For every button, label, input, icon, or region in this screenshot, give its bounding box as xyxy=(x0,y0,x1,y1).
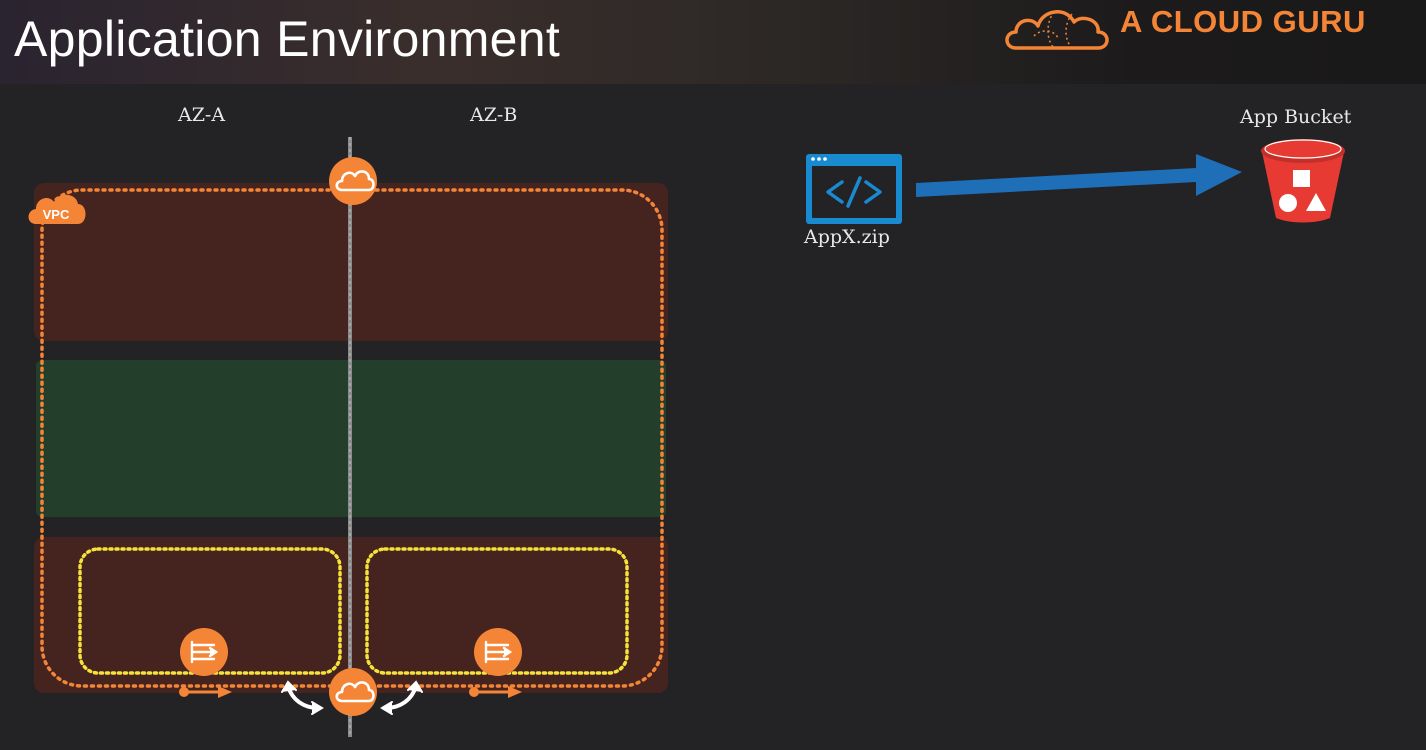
nat-gateway-icon xyxy=(190,640,219,664)
az-b-label: AZ-B xyxy=(470,104,518,126)
upload-arrow xyxy=(916,154,1242,197)
artifact-label: AppX.zip xyxy=(804,226,890,248)
cloud-guru-logo-icon xyxy=(1005,10,1109,50)
nat-gateway-az-b xyxy=(474,628,522,676)
az-a-label: AZ-A xyxy=(178,104,226,126)
vpc-label: VPC xyxy=(43,207,70,222)
s3-bucket-icon xyxy=(1261,139,1345,223)
code-window-icon xyxy=(806,154,902,224)
cloud-icon xyxy=(335,170,375,192)
vpc-cloud-icon: VPC xyxy=(28,194,86,224)
connector-arrow-az-b xyxy=(469,686,522,698)
brand-name: A CLOUD GURU xyxy=(1120,4,1366,39)
internet-gateway-bottom xyxy=(329,668,377,716)
bidirectional-arrow-right xyxy=(380,680,423,715)
bidirectional-arrow-left xyxy=(281,680,324,715)
page-title: Application Environment xyxy=(14,11,561,67)
cloud-icon xyxy=(335,681,375,703)
header-bar: Application Environment A CLOUD GURU xyxy=(0,0,1426,84)
nat-gateway-icon xyxy=(484,640,513,664)
nat-gateway-az-a xyxy=(180,628,228,676)
bucket-label: App Bucket xyxy=(1240,106,1352,128)
internet-gateway-top xyxy=(329,157,377,205)
connector-arrow-az-a xyxy=(179,686,232,698)
